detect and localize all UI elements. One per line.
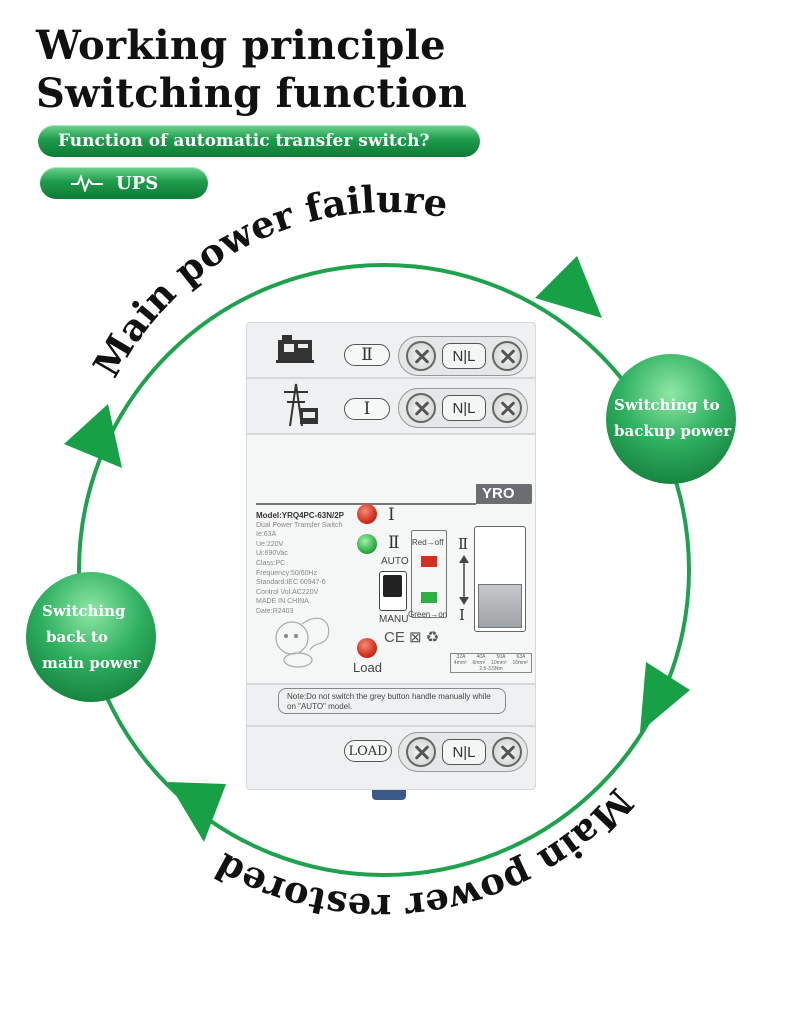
- rating-cell: 32A: [456, 654, 466, 660]
- nl-terminal: N|L: [442, 739, 486, 765]
- terminal-i-label: Ⅰ: [344, 398, 390, 420]
- rating-cell: 50A: [496, 654, 506, 660]
- cycle-ring: [77, 263, 691, 877]
- bubble-line: Switching to: [614, 396, 720, 414]
- spec-line: Frequency:50/60Hz: [256, 569, 318, 577]
- terminal-ii-label: Ⅱ: [344, 344, 390, 366]
- screw-icon[interactable]: [492, 341, 522, 371]
- indicator-i-label: Ⅰ: [388, 505, 395, 525]
- slider-ii-label: Ⅱ: [458, 535, 469, 553]
- screw-icon[interactable]: [406, 341, 436, 371]
- rating-cell: 40A: [476, 654, 486, 660]
- transfer-switch-device: Ⅱ N|L Ⅰ N|L YRO Model:YRQ4PC-63N/2P Dual…: [246, 322, 536, 800]
- indicator-ii-led: [357, 534, 377, 554]
- auto-manu-switch[interactable]: [379, 571, 407, 611]
- spec-line: Dual Power Transfer Switch: [256, 521, 343, 529]
- spec-line: Date:R2403: [256, 607, 294, 615]
- screw-icon[interactable]: [406, 737, 436, 767]
- spec-line: Control Vol:AC220V: [256, 588, 319, 596]
- spec-line: Ie:63A: [256, 531, 277, 539]
- rating-cell: 6mm²: [472, 660, 486, 666]
- bubble-line: backup power: [614, 422, 732, 440]
- bubble-line: back to: [46, 628, 108, 646]
- divider: [256, 503, 476, 505]
- question-pill: Function of automatic transfer switch?: [38, 125, 480, 157]
- indicator-i-led: [357, 504, 377, 524]
- brand-badge: YRO: [476, 484, 532, 504]
- spec-line: Ue:220V: [256, 540, 284, 548]
- spec-block: Model:YRQ4PC-63N/2P Dual Power Transfer …: [256, 511, 344, 617]
- pulse-icon: [71, 174, 103, 192]
- ups-pill: UPS: [40, 167, 208, 199]
- arrow-bottom-left: [168, 782, 226, 842]
- cert-marks: CE ⊠ ♻: [384, 629, 440, 646]
- rating-table: 32A 40A 50A 63A 4mm² 6mm² 10mm² 16mm² 2.…: [450, 653, 532, 673]
- green-flag: [421, 592, 437, 603]
- up-down-arrow-icon: [459, 555, 469, 605]
- red-flag: [421, 556, 437, 567]
- spec-line: Ui:690Vac: [256, 550, 288, 558]
- rating-cell: 16mm²: [512, 660, 529, 666]
- load-label: Load: [353, 660, 382, 675]
- spec-line: Model:YRQ4PC-63N/2P: [256, 511, 345, 520]
- nl-terminal: N|L: [442, 343, 486, 369]
- load-led: [357, 638, 377, 658]
- rating-cell: 4mm²: [453, 660, 467, 666]
- torque-cell: 2.5-3.5Nm: [479, 666, 503, 672]
- rating-cell: 63A: [516, 654, 526, 660]
- spec-line: Class:PC: [256, 559, 286, 567]
- nl-terminal: N|L: [442, 395, 486, 421]
- note-band: [246, 684, 536, 726]
- red-off-label: Red→off: [412, 538, 444, 547]
- page-title-line2: Switching function: [36, 70, 468, 117]
- generator-icon: [276, 335, 314, 363]
- terminal-load-label: LOAD: [344, 740, 392, 762]
- rating-row: 4mm² 6mm² 10mm² 16mm²: [451, 660, 531, 666]
- warning-note: Note:Do not switch the grey button handl…: [278, 688, 506, 714]
- bubble-line: Switching: [42, 602, 126, 620]
- rating-cell: 10mm²: [491, 660, 507, 666]
- grey-switch-handle[interactable]: [478, 584, 522, 628]
- manu-label: MANU: [379, 614, 409, 625]
- switch-to-backup-bubble: Switching to backup power: [606, 354, 736, 484]
- screw-icon[interactable]: [406, 393, 436, 423]
- mascot-illustration: [275, 617, 330, 668]
- switch-back-bubble: Switching back to main power: [26, 572, 156, 702]
- bubble-line: main power: [42, 654, 141, 672]
- switch-knob[interactable]: [383, 575, 402, 597]
- status-window: [411, 530, 447, 618]
- power-tower-icon: [284, 383, 318, 427]
- din-rail-clip[interactable]: [372, 790, 406, 800]
- indicator-ii-label: Ⅱ: [388, 533, 400, 553]
- question-pill-label: Function of automatic transfer switch?: [58, 131, 430, 151]
- page-title-line1: Working principle: [36, 22, 446, 69]
- brand-label: YRO: [482, 485, 515, 502]
- spec-line: Standard:IEC 60947-6: [256, 579, 326, 587]
- screw-icon[interactable]: [492, 393, 522, 423]
- arrow-left: [64, 404, 122, 468]
- spec-line: MADE IN CHINA: [256, 598, 309, 606]
- arrow-top-right: [535, 256, 602, 318]
- rating-row: 32A 40A 50A 63A: [451, 654, 531, 660]
- screw-icon[interactable]: [492, 737, 522, 767]
- ups-pill-label: UPS: [116, 172, 159, 194]
- green-on-label: Green→on: [408, 610, 448, 619]
- auto-label: AUTO: [381, 556, 409, 567]
- arrow-right: [640, 662, 690, 732]
- slider-i-label: Ⅰ: [459, 606, 465, 624]
